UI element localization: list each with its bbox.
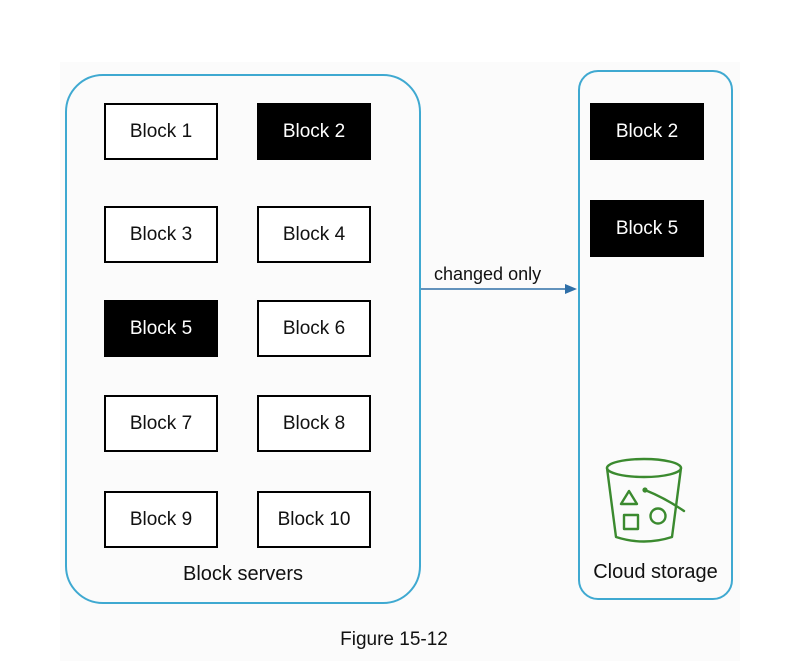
block-7: Block 7 bbox=[104, 395, 218, 452]
block-3: Block 3 bbox=[104, 206, 218, 263]
block-4: Block 4 bbox=[257, 206, 371, 263]
arrow-head bbox=[565, 284, 577, 294]
block-6: Block 6 bbox=[257, 300, 371, 357]
changed-only-label: changed only bbox=[434, 264, 542, 284]
cloud-storage-label: Cloud storage bbox=[593, 561, 718, 583]
block-5: Block 5 bbox=[104, 300, 218, 357]
figure-caption: Figure 15-12 bbox=[340, 629, 448, 650]
block-1: Block 1 bbox=[104, 103, 218, 160]
block-servers-label: Block servers bbox=[182, 563, 304, 585]
cloud-block-5: Block 5 bbox=[590, 200, 704, 257]
block-9: Block 9 bbox=[104, 491, 218, 548]
block-8: Block 8 bbox=[257, 395, 371, 452]
block-2: Block 2 bbox=[257, 103, 371, 160]
block-10: Block 10 bbox=[257, 491, 371, 548]
cloud-block-2: Block 2 bbox=[590, 103, 704, 160]
